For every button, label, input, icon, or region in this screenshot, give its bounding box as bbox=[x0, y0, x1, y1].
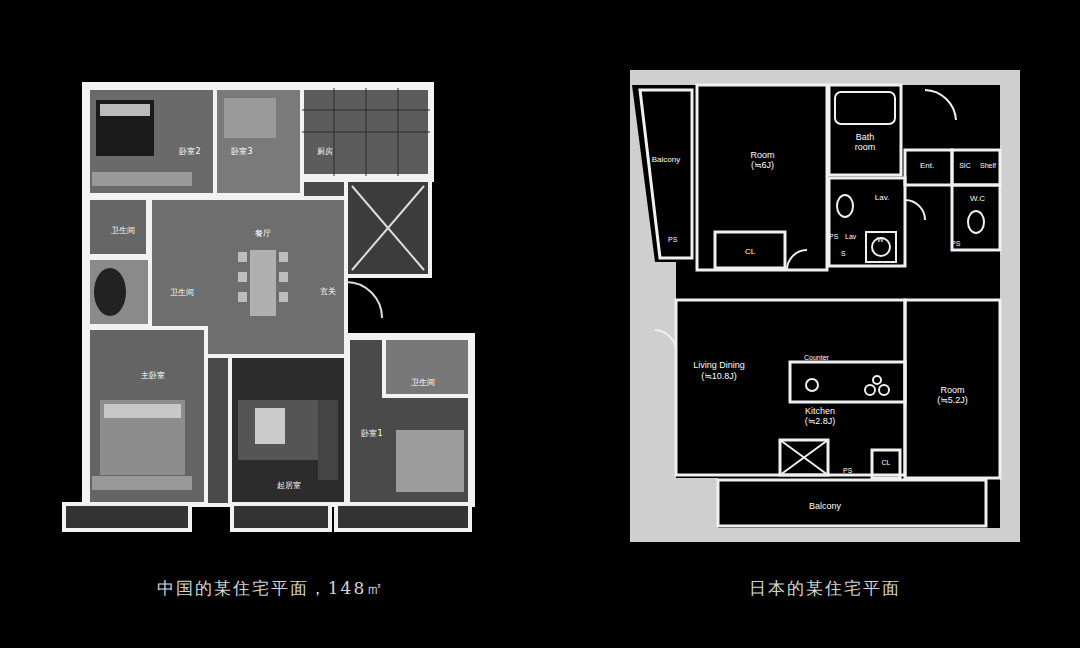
fixture-label: PS bbox=[951, 240, 960, 247]
room-area: 卫生间 bbox=[160, 284, 204, 302]
plan-caption: 日本的某住宅平面 bbox=[749, 577, 901, 600]
room-name: Balcony bbox=[652, 155, 680, 164]
room-name: SIC bbox=[959, 162, 971, 170]
room-area: 卧室1 bbox=[352, 424, 392, 444]
room-name: W.C bbox=[970, 194, 985, 203]
fixture-label: Counter bbox=[804, 354, 829, 361]
room-area: Balcony bbox=[642, 150, 690, 170]
room-area: Kitchen (≒2.8J) bbox=[788, 400, 852, 432]
room-area: W.C bbox=[955, 188, 1000, 210]
fixture-label: PS bbox=[843, 467, 852, 474]
room-area: 卧室2 bbox=[168, 142, 212, 162]
room-area: Bath room bbox=[831, 122, 899, 162]
room-name: 卧室2 bbox=[179, 147, 200, 156]
fixture-label: PS bbox=[829, 233, 838, 240]
room-area: Shelf bbox=[977, 156, 999, 176]
floor-plan: 中国的某住宅平面，148㎡卧室2卧室3厨房卫生间卫生间餐厅玄关主卧室卫生间卧室1… bbox=[65, 80, 477, 535]
floor-plan: 日本的某住宅平面BalconyRoom (≒6J)Bath roomEnt.SI… bbox=[630, 70, 1020, 542]
room-name: CL bbox=[745, 247, 755, 256]
room-area: 主卧室 bbox=[128, 366, 178, 386]
room-name: Shelf bbox=[980, 162, 996, 170]
room-name: Room (≒6J) bbox=[750, 150, 774, 171]
room-area: Lav. bbox=[862, 188, 902, 208]
fixture-label: S bbox=[841, 250, 846, 257]
room-name: CL bbox=[882, 459, 891, 467]
fixture-label: W bbox=[877, 236, 884, 243]
room-name: 卫生间 bbox=[170, 288, 194, 297]
room-area: 餐厅 bbox=[245, 224, 281, 244]
room-area: Room (≒6J) bbox=[700, 120, 825, 200]
room-name: Ent. bbox=[920, 161, 934, 170]
room-area: 卫生间 bbox=[100, 222, 146, 240]
room-name: 起居室 bbox=[277, 481, 301, 490]
room-name: 玄关 bbox=[320, 287, 336, 296]
room-area: CL bbox=[718, 240, 782, 264]
room-name: 卧室3 bbox=[231, 147, 252, 156]
room-area: 卫生间 bbox=[400, 374, 446, 392]
room-name: Living Dining (≒10.8J) bbox=[686, 360, 752, 381]
room-name: 卫生间 bbox=[111, 226, 135, 235]
room-area: Living Dining (≒10.8J) bbox=[676, 348, 762, 393]
room-area: Balcony bbox=[760, 495, 890, 517]
room-name: Room (≒5.2J) bbox=[937, 385, 968, 406]
room-name: Kitchen (≒2.8J) bbox=[805, 406, 836, 427]
room-area: 起居室 bbox=[266, 476, 312, 496]
room-area: 玄关 bbox=[310, 282, 346, 302]
room-area: CL bbox=[874, 452, 898, 474]
room-name: 餐厅 bbox=[255, 229, 271, 238]
fixture-label: PS bbox=[668, 236, 677, 243]
room-area: Room (≒5.2J) bbox=[910, 375, 995, 415]
plan-caption: 中国的某住宅平面，148㎡ bbox=[157, 577, 385, 600]
room-name: 主卧室 bbox=[141, 371, 165, 380]
room-area: SIC bbox=[953, 156, 977, 176]
room-name: 卧室1 bbox=[361, 429, 382, 438]
room-name: Balcony bbox=[809, 501, 841, 511]
room-area: 厨房 bbox=[305, 142, 345, 162]
room-name: Bath room bbox=[855, 132, 876, 153]
room-area: Ent. bbox=[907, 156, 947, 176]
fixture-label: Lav bbox=[845, 233, 856, 240]
room-area: 卧室3 bbox=[222, 142, 262, 162]
room-name: 卫生间 bbox=[411, 378, 435, 387]
room-name: 厨房 bbox=[317, 147, 333, 156]
room-name: Lav. bbox=[875, 193, 890, 202]
